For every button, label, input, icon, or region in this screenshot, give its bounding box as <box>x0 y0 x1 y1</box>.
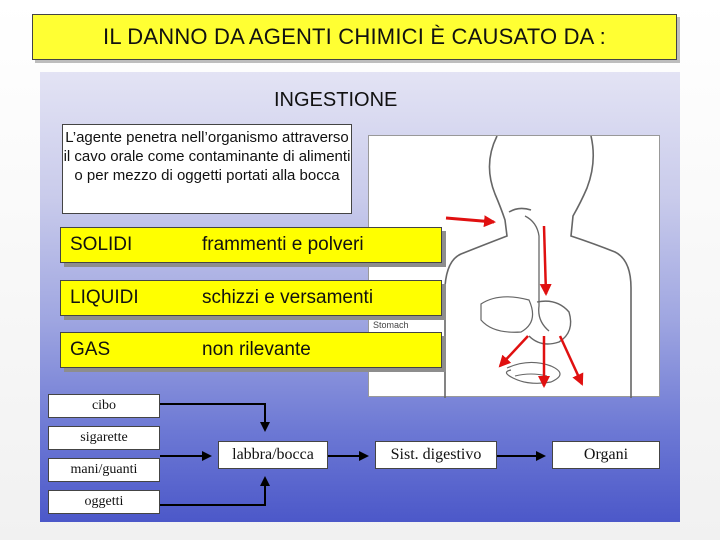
source-mani-guanti: mani/guanti <box>48 458 160 482</box>
state-name: GAS <box>70 339 111 360</box>
state-row-gas: GAS non rilevante <box>60 332 442 368</box>
source-cibo: cibo <box>48 394 160 418</box>
description-box: L’agente penetra nell’organismo attraver… <box>62 124 352 214</box>
source-sigarette: sigarette <box>48 426 160 450</box>
source-oggetti: oggetti <box>48 490 160 514</box>
arrow-cibo-to-bocca <box>160 403 270 432</box>
red-arrow-colon <box>558 335 584 386</box>
state-row-solidi: SOLIDI frammenti e polveri <box>60 227 442 263</box>
stage-labbra-bocca: labbra/bocca <box>218 441 328 469</box>
slide-title: IL DANNO DA AGENTI CHIMICI È CAUSATO DA … <box>32 14 677 60</box>
state-name: SOLIDI <box>70 234 133 255</box>
red-arrow-mouth <box>445 215 496 228</box>
red-arrow-liver <box>498 335 529 368</box>
slide-title-text: IL DANNO DA AGENTI CHIMICI È CAUSATO DA … <box>103 24 606 49</box>
stage-organi: Organi <box>552 441 660 469</box>
digestive-system-figure: Stomach <box>368 135 660 398</box>
state-value: schizzi e versamenti <box>202 287 374 308</box>
state-row-liquidi: LIQUIDI schizzi e versamenti <box>60 280 442 316</box>
state-value: frammenti e polveri <box>202 234 364 255</box>
section-heading: INGESTIONE <box>274 89 398 111</box>
stomach-label: Stomach <box>373 320 409 330</box>
arrow-oggetti-to-bocca <box>160 476 270 506</box>
stage-sist-digestivo: Sist. digestivo <box>375 441 497 469</box>
red-arrow-esophagus <box>539 225 552 296</box>
state-name: LIQUIDI <box>70 287 139 308</box>
state-value: non rilevante <box>202 339 311 360</box>
